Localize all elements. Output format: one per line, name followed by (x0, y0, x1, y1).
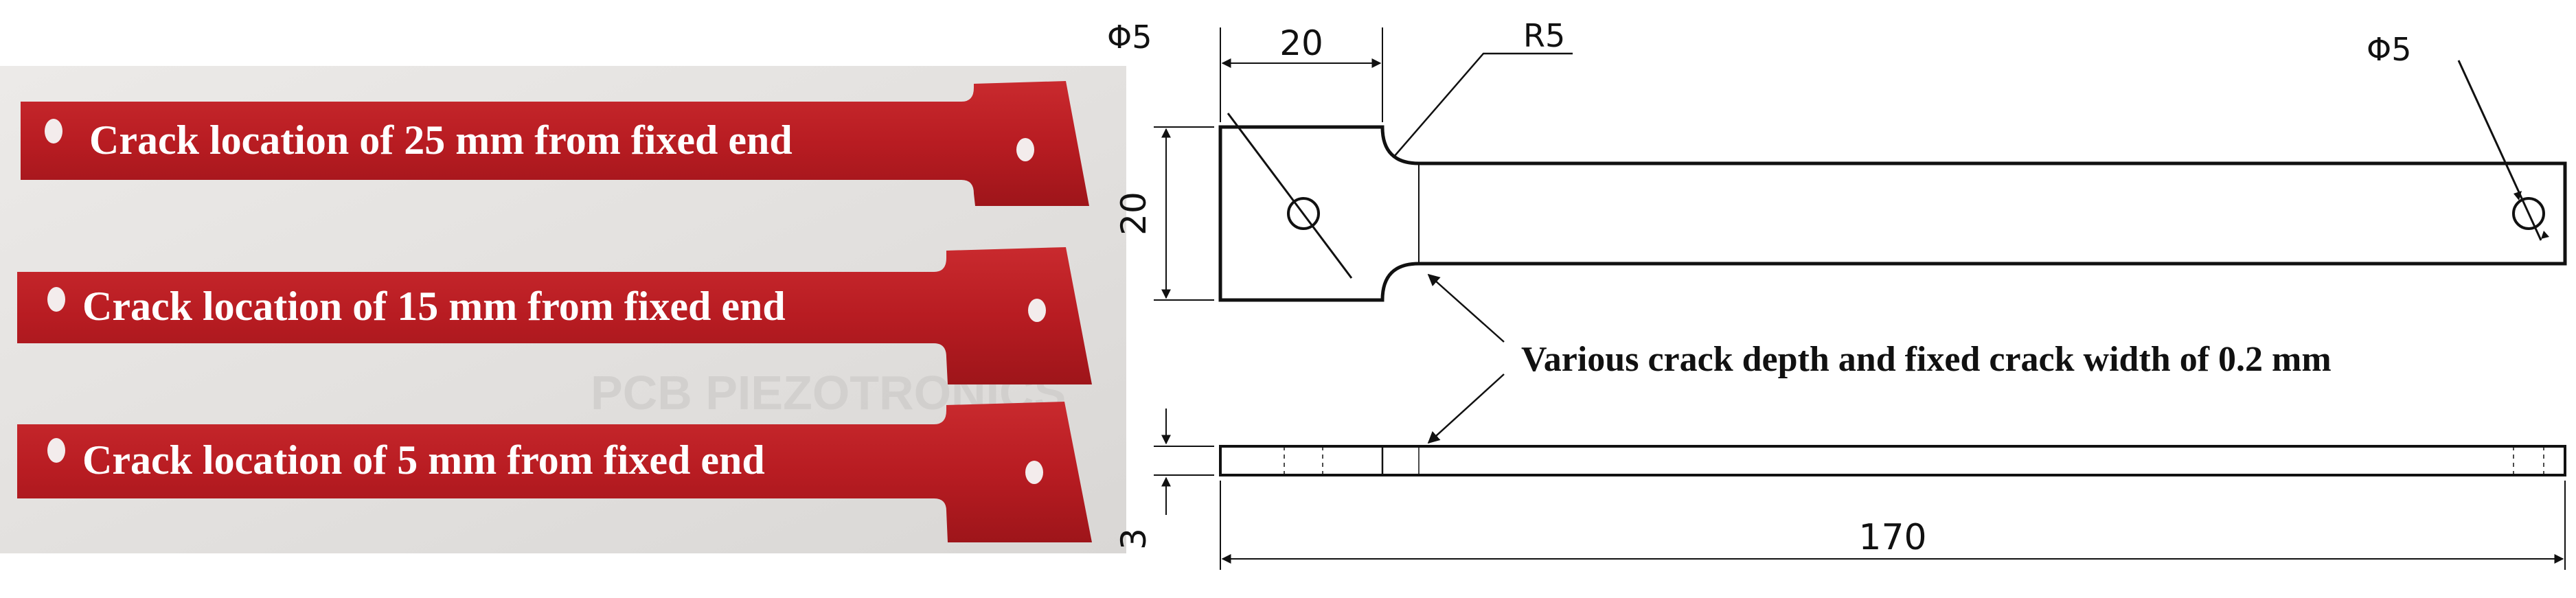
specimen-body (17, 247, 1092, 384)
specimen-hole-right (1025, 461, 1043, 484)
overall-length-label: 170 (1858, 517, 1926, 558)
left-hole-leader (1227, 113, 1353, 279)
thickness-label: 3 (1114, 528, 1154, 550)
phi-left-label: Φ5 (1107, 19, 1152, 56)
right-hole-leader (2457, 60, 2542, 241)
left-hole (1287, 197, 1320, 230)
crack-note: Various crack depth and fixed crack widt… (1521, 340, 2332, 379)
right-hole (2512, 197, 2545, 230)
radius-leader (1393, 52, 1573, 157)
specimen-hole-right (1016, 138, 1034, 161)
specimen-label: Crack location of 25 mm from fixed end (89, 117, 793, 163)
right-hole-arrow (2514, 191, 2522, 200)
phi-right-label: Φ5 (2367, 31, 2411, 68)
specimen-label: Crack location of 5 mm from fixed end (82, 437, 765, 483)
technical-drawing (1154, 27, 2567, 570)
specimen-hole-left (47, 287, 65, 312)
top-width-label: 20 (1279, 23, 1323, 63)
specimen-15mm: Crack location of 15 mm from fixed end (17, 247, 1092, 384)
radius-label: R5 (1523, 17, 1565, 54)
side-view-outline (1219, 445, 2566, 476)
specimen-body (17, 402, 1092, 542)
specimen-body (21, 81, 1089, 206)
specimen-5mm: Crack location of 5 mm from fixed end (17, 402, 1092, 542)
specimen-25mm: Crack location of 25 mm from fixed end (21, 81, 1089, 206)
drawing-labels: Φ5 Φ5 20 R5 20 3 170 Various crack depth… (1107, 17, 2411, 558)
crack-leader-top (1427, 273, 1505, 343)
specimen-hole-left (45, 119, 62, 143)
left-height-label: 20 (1114, 192, 1154, 235)
specimen-photo: PCB PIEZOTRONICS Crack location of 25 mm… (0, 66, 1126, 553)
top-view-outline (1218, 125, 2567, 302)
specimen-hole-right (1028, 299, 1046, 322)
specimen-hole-left (47, 438, 65, 463)
specimen-label: Crack location of 15 mm from fixed end (82, 284, 786, 329)
crack-leader-side (1427, 373, 1505, 444)
right-hole-arrow (2541, 231, 2549, 239)
